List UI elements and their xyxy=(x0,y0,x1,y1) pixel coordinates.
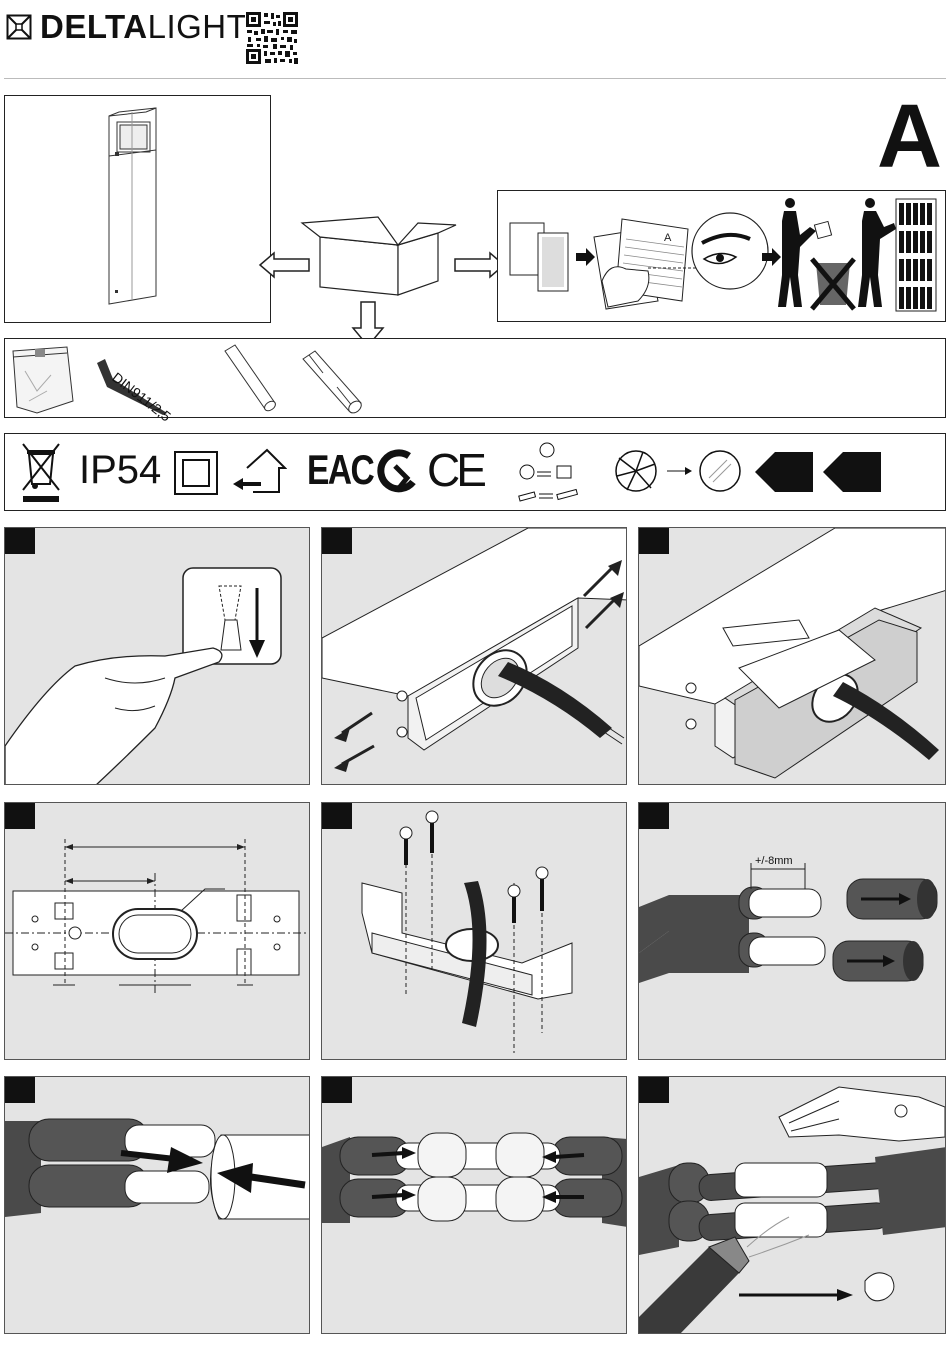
step-number-badge xyxy=(639,803,669,829)
product-overview-box xyxy=(4,95,271,323)
step-panel-3 xyxy=(638,527,946,785)
step-panel-6: +/-8mm xyxy=(638,802,946,1060)
remove-end-cap-screws-drawing xyxy=(322,528,627,785)
step-number-badge xyxy=(5,803,35,829)
ip-rating: IP54 xyxy=(79,448,161,492)
step-number-badge xyxy=(322,528,352,554)
weee-bin-icon xyxy=(19,440,63,504)
slide-out-chassis-drawing xyxy=(639,528,946,785)
safety-glass-icon xyxy=(697,448,743,494)
qr-code-icon xyxy=(245,11,299,65)
step-panel-1 xyxy=(4,527,310,785)
brand-name-bold: DELTA xyxy=(40,8,148,45)
class-ii-icon xyxy=(173,450,219,496)
plastic-bag-icon xyxy=(7,341,77,415)
connector-sleeve-icon xyxy=(217,343,279,415)
step-panel-7 xyxy=(4,1076,310,1334)
step-number-badge xyxy=(639,528,669,554)
shatter-glass-icon xyxy=(613,448,659,494)
step-panel-2 xyxy=(321,527,627,785)
packaging-box-icon xyxy=(298,215,458,297)
direction-arrow-icon xyxy=(753,450,815,494)
strip-length-label: +/-8mm xyxy=(755,855,793,867)
step-number-badge xyxy=(5,528,35,554)
brand-logo-icon xyxy=(6,14,32,40)
step-number-badge xyxy=(5,1077,35,1103)
small-arrow-right-icon xyxy=(665,466,693,476)
certification-mark-icon xyxy=(373,448,421,496)
accessories-box: DIN911/2,5 xyxy=(4,338,946,418)
mounting-plate-dimensions-drawing xyxy=(5,803,310,1060)
brand-wordmark: DELTALIGHT® xyxy=(40,9,254,45)
symbols-box: IP54 EAC CE xyxy=(4,433,946,511)
svg-text:A: A xyxy=(664,232,672,244)
mount-bracket-drawing xyxy=(322,803,627,1060)
read-instructions-box: A xyxy=(497,190,946,322)
outdoor-use-icon xyxy=(231,446,287,496)
crimp-and-heat-shrink-drawing xyxy=(639,1077,946,1334)
strip-wires-drawing xyxy=(639,803,946,1060)
read-and-keep-instructions-drawing: A xyxy=(498,191,945,321)
insert-connector-sleeve-drawing xyxy=(5,1077,310,1334)
step-number-badge xyxy=(322,1077,352,1103)
step-panel-8 xyxy=(321,1076,627,1334)
brand-name-light: LIGHT xyxy=(148,8,248,45)
bollard-luminaire-drawing xyxy=(5,96,270,322)
section-letter: A xyxy=(877,92,942,182)
header-divider xyxy=(4,78,946,79)
fuse-icon xyxy=(297,345,367,417)
step-number-badge xyxy=(322,803,352,829)
eac-mark: EAC xyxy=(307,446,373,494)
ce-mark: CE xyxy=(427,444,483,496)
led-replaceable-icon xyxy=(511,440,583,506)
step-panel-9 xyxy=(638,1076,946,1334)
step-panel-4 xyxy=(4,802,310,1060)
join-wires-drawing xyxy=(322,1077,627,1334)
step-number-badge xyxy=(639,1077,669,1103)
direction-arrow-icon xyxy=(821,450,883,494)
step-panel-5 xyxy=(321,802,627,1060)
switch-off-power-drawing xyxy=(5,528,310,785)
